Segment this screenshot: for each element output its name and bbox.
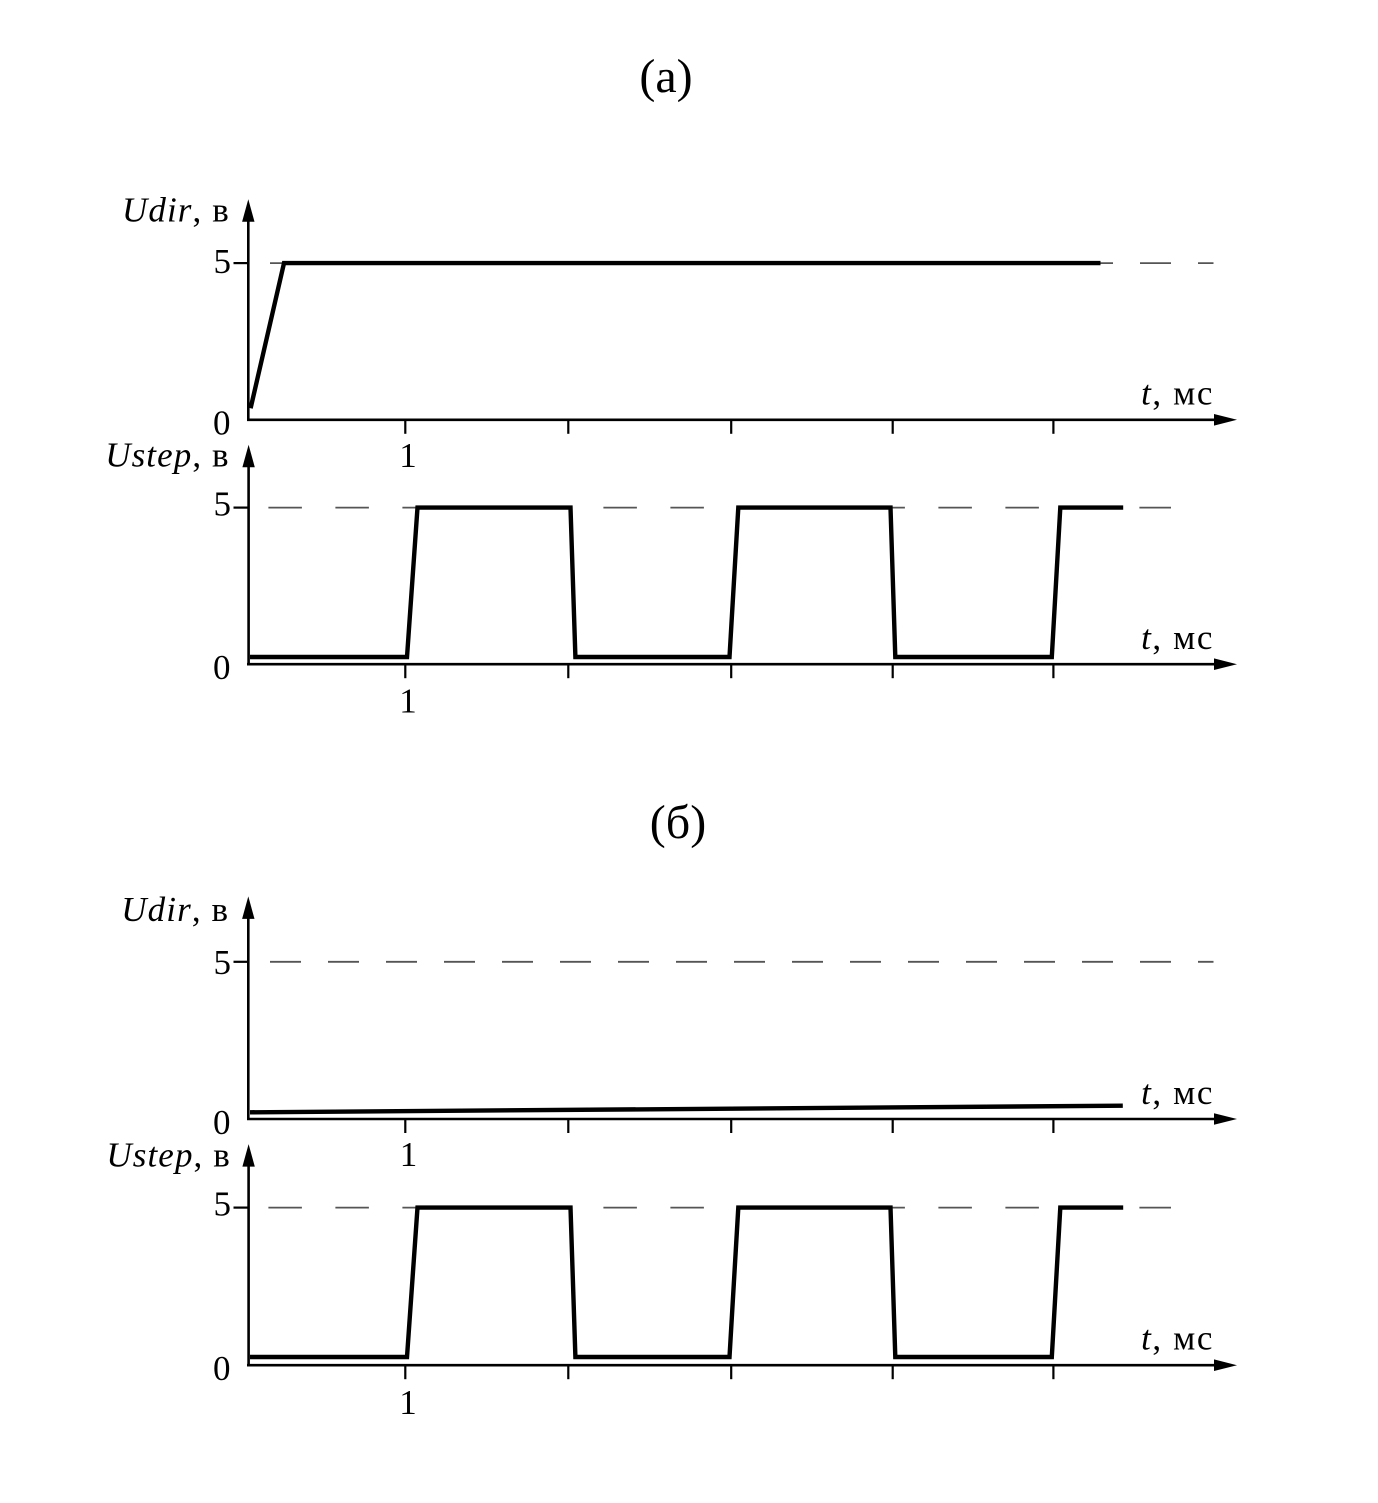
- svg-text:5: 5: [214, 485, 232, 524]
- svg-text:5: 5: [214, 242, 232, 281]
- svg-text:1: 1: [399, 682, 417, 721]
- svg-text:1: 1: [399, 436, 417, 475]
- svg-text:t, мс: t, мс: [1141, 373, 1214, 412]
- svg-text:0: 0: [213, 403, 231, 442]
- svg-text:1: 1: [400, 1135, 418, 1174]
- svg-text:t, мс: t, мс: [1141, 1319, 1214, 1358]
- svg-text:1: 1: [399, 1383, 417, 1422]
- svg-text:t, мс: t, мс: [1141, 1073, 1214, 1112]
- svg-text:t, мс: t, мс: [1141, 618, 1214, 657]
- svg-text:5: 5: [214, 943, 232, 982]
- svg-text:5: 5: [214, 1184, 232, 1223]
- svg-text:Udir, в: Udir, в: [122, 191, 230, 230]
- svg-text:Ustep, в: Ustep, в: [106, 1136, 230, 1175]
- svg-text:(а): (а): [639, 50, 692, 103]
- svg-text:(б): (б): [650, 796, 706, 849]
- svg-text:Ustep, в: Ustep, в: [105, 436, 229, 475]
- svg-text:0: 0: [213, 648, 231, 687]
- svg-text:0: 0: [213, 1103, 231, 1142]
- svg-text:0: 0: [213, 1349, 231, 1388]
- svg-text:Udir, в: Udir, в: [121, 890, 229, 929]
